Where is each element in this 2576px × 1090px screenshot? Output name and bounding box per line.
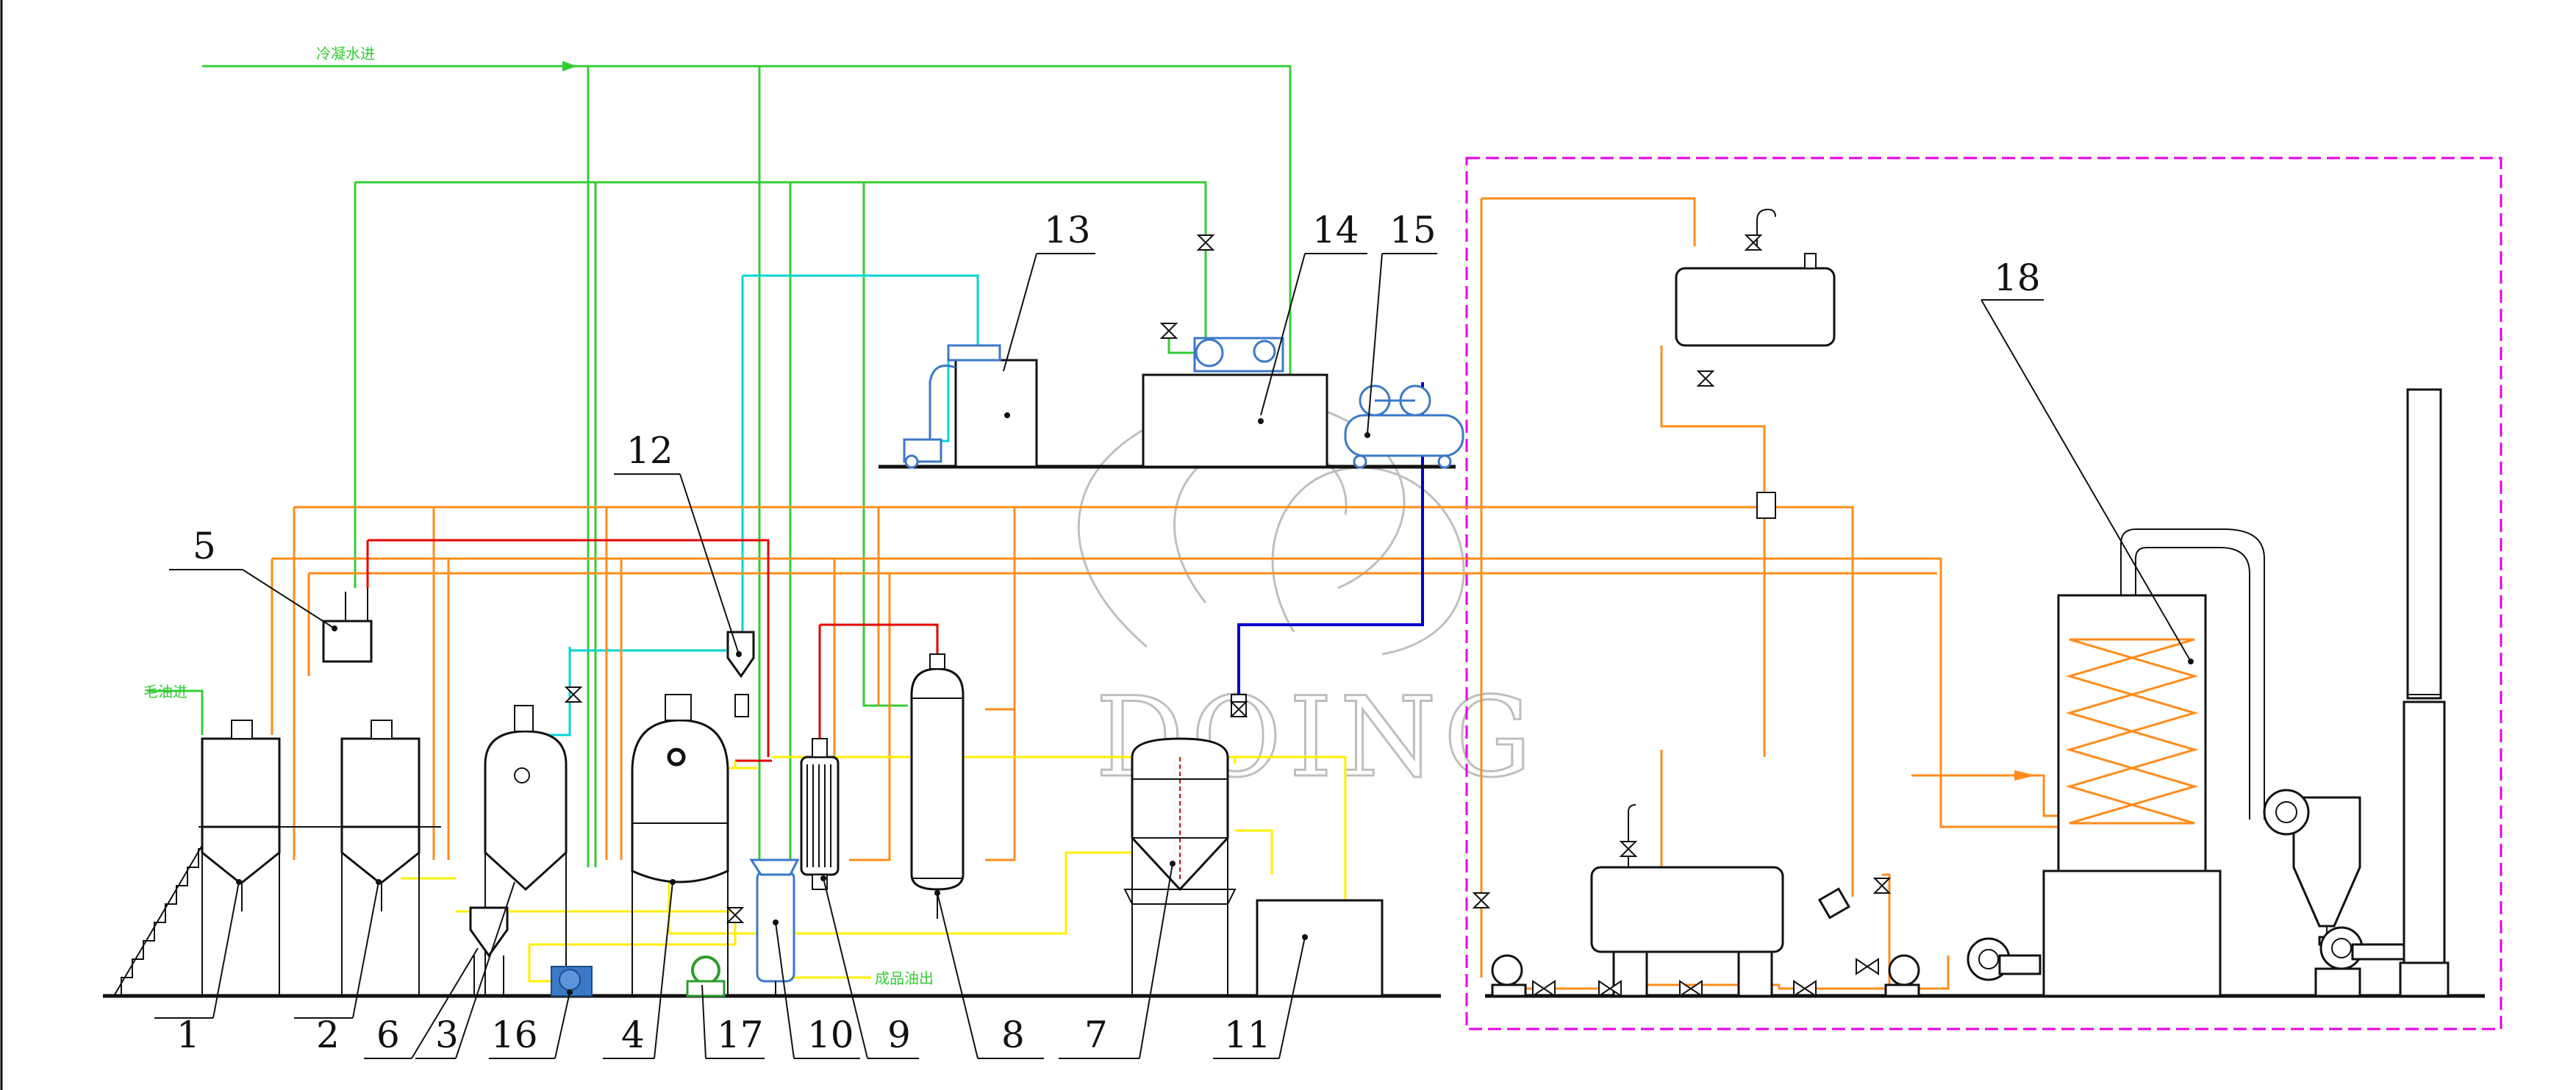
filter-7 bbox=[1123, 694, 1247, 996]
callout-9: 9 bbox=[887, 1014, 911, 1056]
marker-dots bbox=[236, 412, 2194, 995]
heat-exchanger-9 bbox=[800, 738, 840, 890]
callout-13: 13 bbox=[1044, 209, 1091, 251]
circulation-pump-right bbox=[1884, 954, 1920, 997]
callout-18: 18 bbox=[1994, 257, 2041, 299]
label-product-oil-outlet: 成品油出 bbox=[875, 969, 934, 987]
drain-valve-box bbox=[1817, 887, 1851, 919]
callouts: 1 2 6 3 16 4 17 10 9 8 7 11 5 12 13 14 bbox=[154, 209, 2192, 1059]
water-tank-14 bbox=[1142, 337, 1328, 468]
oil-tank-11 bbox=[1256, 899, 1384, 997]
filter-6 bbox=[469, 906, 509, 996]
callout-14: 14 bbox=[1312, 209, 1359, 251]
pump-17 bbox=[686, 955, 726, 997]
air-compressor-15 bbox=[1344, 384, 1464, 469]
steam-lines bbox=[366, 539, 939, 762]
callout-8: 8 bbox=[1001, 1014, 1025, 1056]
callout-10: 10 bbox=[807, 1014, 854, 1056]
induced-draft-fan bbox=[2314, 926, 2413, 997]
tank-1 bbox=[201, 720, 281, 996]
callout-1: 1 bbox=[176, 1014, 200, 1056]
deodorizer-4 bbox=[631, 694, 729, 996]
separator-12 bbox=[726, 631, 755, 717]
condenser-8 bbox=[910, 653, 965, 919]
cyclone-separator bbox=[2263, 789, 2361, 946]
measuring-tank-5 bbox=[322, 588, 373, 663]
callout-15: 15 bbox=[1389, 209, 1437, 251]
blower-fan bbox=[1967, 937, 2042, 981]
callout-12: 12 bbox=[626, 429, 673, 472]
filter-10 bbox=[749, 858, 800, 996]
callout-11: 11 bbox=[1224, 1014, 1271, 1056]
callout-6: 6 bbox=[376, 1014, 400, 1056]
oil-storage-tank bbox=[1590, 804, 1784, 997]
thermal-oil-lines bbox=[271, 197, 2205, 990]
thermal-oil-boiler-18 bbox=[2042, 528, 2265, 997]
tank-2 bbox=[340, 720, 421, 996]
valve-glyphs bbox=[564, 234, 1892, 997]
cooling-water-arrow-icon bbox=[562, 61, 577, 71]
callout-2: 2 bbox=[316, 1014, 340, 1056]
callout-3: 3 bbox=[435, 1014, 459, 1056]
thermal-oil-boiler-zone bbox=[1465, 157, 2502, 1030]
flow-arrow-icon bbox=[2014, 770, 2036, 781]
line-filter bbox=[1756, 492, 1776, 519]
chimney bbox=[2399, 388, 2450, 997]
label-cooling-water-inlet: 冷凝水进 bbox=[316, 45, 375, 62]
callout-4: 4 bbox=[621, 1014, 645, 1056]
air-line bbox=[1237, 382, 1424, 695]
callout-5: 5 bbox=[193, 525, 216, 567]
callout-16: 16 bbox=[491, 1014, 538, 1056]
expansion-tank bbox=[1675, 208, 1836, 347]
cooling-water-lines bbox=[147, 65, 1292, 882]
tank-3 bbox=[484, 705, 568, 996]
label-crude-oil-inlet: 毛油进 bbox=[143, 683, 187, 700]
access-stairs bbox=[113, 845, 206, 997]
circulation-pump-left bbox=[1491, 954, 1527, 997]
vacuum-unit-13 bbox=[903, 344, 1038, 469]
callout-17: 17 bbox=[717, 1014, 764, 1056]
callout-7: 7 bbox=[1084, 1014, 1108, 1056]
